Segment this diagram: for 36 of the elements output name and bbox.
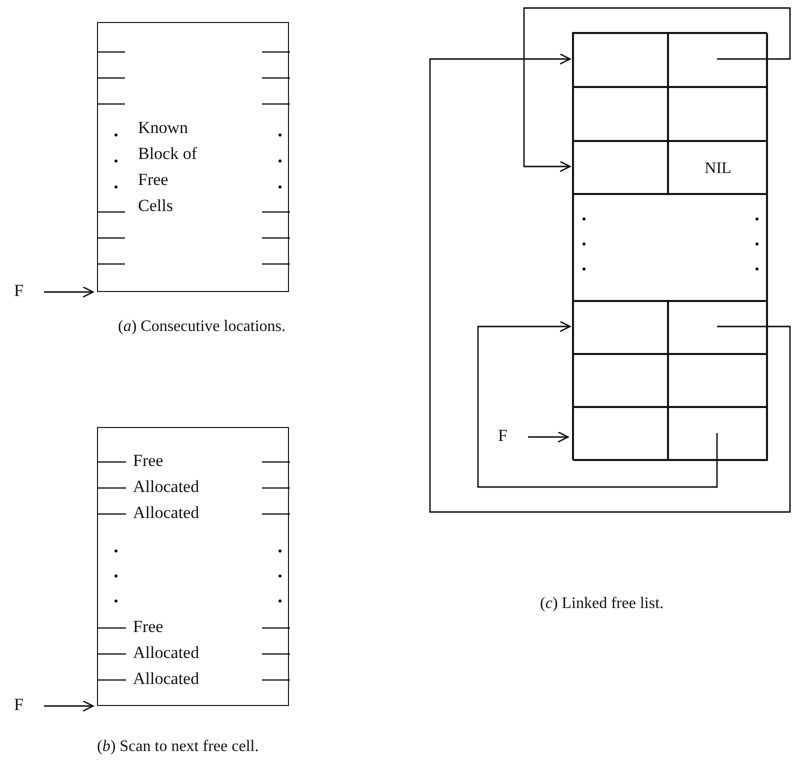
memory-cell bbox=[573, 301, 668, 354]
ellipsis-section bbox=[573, 194, 768, 301]
memory-cell bbox=[668, 87, 768, 141]
memory-block bbox=[97, 22, 289, 292]
cell-status: Free bbox=[133, 618, 164, 636]
memory-cell bbox=[573, 33, 668, 87]
cell-status: Allocated bbox=[133, 478, 200, 496]
block-text: Known Block of Free Cells bbox=[138, 117, 198, 217]
memory-cell bbox=[668, 141, 768, 194]
pointer-arrow bbox=[44, 700, 94, 712]
figure-caption: (a) Consecutive locations. bbox=[118, 318, 286, 336]
pointer-arrow bbox=[528, 431, 569, 443]
memory-cell bbox=[573, 354, 668, 407]
memory-cell bbox=[668, 33, 768, 87]
cell-status: Free bbox=[133, 452, 164, 470]
pointer-arrow bbox=[429, 53, 791, 513]
memory-cell bbox=[573, 407, 668, 461]
pointer-arrow bbox=[523, 7, 791, 172]
cell-status: Allocated bbox=[133, 670, 200, 688]
pointer-arrow bbox=[44, 286, 94, 298]
pointer-arrow bbox=[477, 320, 718, 488]
memory-cell bbox=[668, 354, 768, 407]
memory-cell bbox=[668, 407, 768, 461]
pointer-label: F bbox=[14, 282, 24, 300]
memory-cell bbox=[573, 141, 668, 194]
memory-column bbox=[572, 32, 767, 460]
cell-value: NIL bbox=[704, 160, 732, 178]
memory-cell bbox=[573, 87, 668, 141]
pointer-label: F bbox=[498, 427, 508, 445]
figure-caption: (b) Scan to next free cell. bbox=[97, 738, 259, 756]
pointer-label: F bbox=[14, 696, 24, 714]
cell-status: Allocated bbox=[133, 644, 200, 662]
figure-caption: (c) Linked free list. bbox=[540, 595, 664, 613]
memory-block bbox=[97, 427, 289, 706]
cell-status: Allocated bbox=[133, 504, 200, 522]
memory-cell bbox=[668, 301, 768, 354]
